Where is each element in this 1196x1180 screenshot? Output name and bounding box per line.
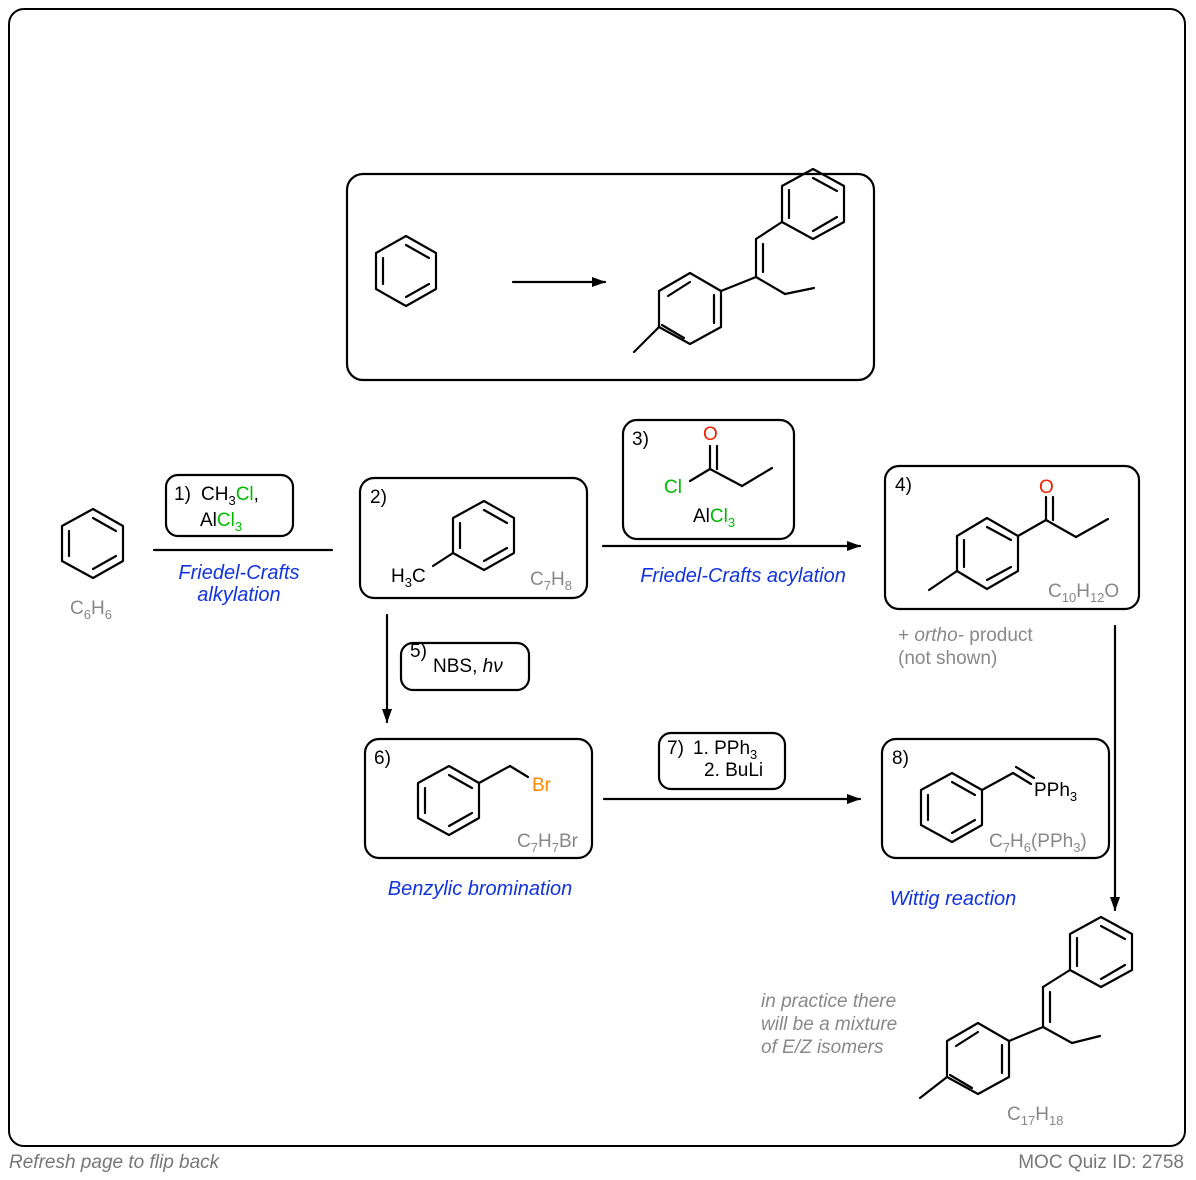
formula-product: C17H18 bbox=[1007, 1104, 1063, 1128]
question-benzene bbox=[374, 234, 438, 308]
quiz-id: MOC Quiz ID: 2758 bbox=[1018, 1152, 1184, 1173]
step3-number: 3) bbox=[632, 429, 649, 450]
step6-box bbox=[363, 737, 594, 860]
step7-reagent2: 2. BuLi bbox=[704, 760, 763, 781]
toluene-molecule bbox=[431, 499, 516, 572]
step4-number: 4) bbox=[895, 475, 912, 496]
step5-reagent-box bbox=[399, 641, 531, 692]
final-note-line3: of E/Z isomers bbox=[761, 1037, 884, 1058]
ketone-molecule bbox=[927, 495, 1110, 592]
step2-box bbox=[358, 476, 589, 600]
final-note-line2: will be a mixture bbox=[761, 1014, 897, 1035]
step7-reagent1: 1. PPh3 bbox=[693, 738, 757, 762]
formula-benzyl-bromide: C7H7Br bbox=[517, 831, 579, 855]
step7-number: 7) bbox=[667, 738, 684, 759]
step4-note-line2: (not shown) bbox=[898, 648, 997, 669]
ylide-pph3-label: PPh3 bbox=[1034, 780, 1077, 804]
ylide-molecule bbox=[919, 765, 1036, 844]
formula-toluene: C7H8 bbox=[530, 569, 572, 593]
step1-reagent-ch3cl: CH3Cl, bbox=[201, 484, 259, 508]
question-target-molecule bbox=[632, 167, 846, 354]
step6-name: Benzylic bromination bbox=[388, 878, 573, 900]
step7-reagent-box bbox=[657, 731, 787, 791]
formula-ketone: C10H12O bbox=[1048, 581, 1119, 605]
step8-number: 8) bbox=[892, 748, 909, 769]
final-product-molecule bbox=[918, 915, 1134, 1100]
benzyl-bromide-molecule bbox=[416, 764, 530, 837]
benzene-start bbox=[60, 507, 125, 580]
step3-name: Friedel-Crafts acylation bbox=[640, 565, 846, 587]
toluene-ch3-label: H3C bbox=[391, 566, 426, 590]
step1-name-line2: alkylation bbox=[197, 584, 280, 606]
step6-number: 6) bbox=[374, 748, 391, 769]
formula-ylide: C7H6(PPh3) bbox=[989, 831, 1087, 855]
question-box bbox=[345, 172, 876, 382]
step1-reagent-alcl3: AlCl3 bbox=[200, 510, 242, 534]
quiz-card bbox=[8, 8, 1186, 1147]
step1-reagent-box bbox=[164, 473, 295, 538]
formula-benzene: C6H6 bbox=[70, 598, 112, 622]
flip-back-hint: Refresh page to flip back bbox=[9, 1152, 220, 1173]
step3-reagent-alcl3: AlCl3 bbox=[693, 506, 735, 530]
step8-name: Wittig reaction bbox=[890, 888, 1017, 910]
step5-reagent: NBS, hν bbox=[433, 656, 503, 677]
step2-number: 2) bbox=[370, 487, 387, 508]
step3-chlorine: Cl bbox=[664, 477, 682, 498]
step5-number: 5) bbox=[410, 641, 427, 662]
step3-reagent-box bbox=[621, 418, 796, 541]
propionyl-chloride bbox=[688, 444, 774, 488]
step1-number: 1) bbox=[174, 484, 191, 505]
step4-box bbox=[883, 464, 1141, 611]
step1-name-line1: Friedel-Crafts bbox=[178, 562, 299, 584]
step4-note-line1: + ortho- product bbox=[898, 625, 1033, 646]
step3-oxygen: O bbox=[703, 424, 718, 445]
step8-box bbox=[880, 737, 1111, 860]
step4-oxygen: O bbox=[1039, 477, 1054, 498]
final-note-line1: in practice there bbox=[761, 991, 896, 1012]
step6-bromine: Br bbox=[532, 775, 552, 796]
